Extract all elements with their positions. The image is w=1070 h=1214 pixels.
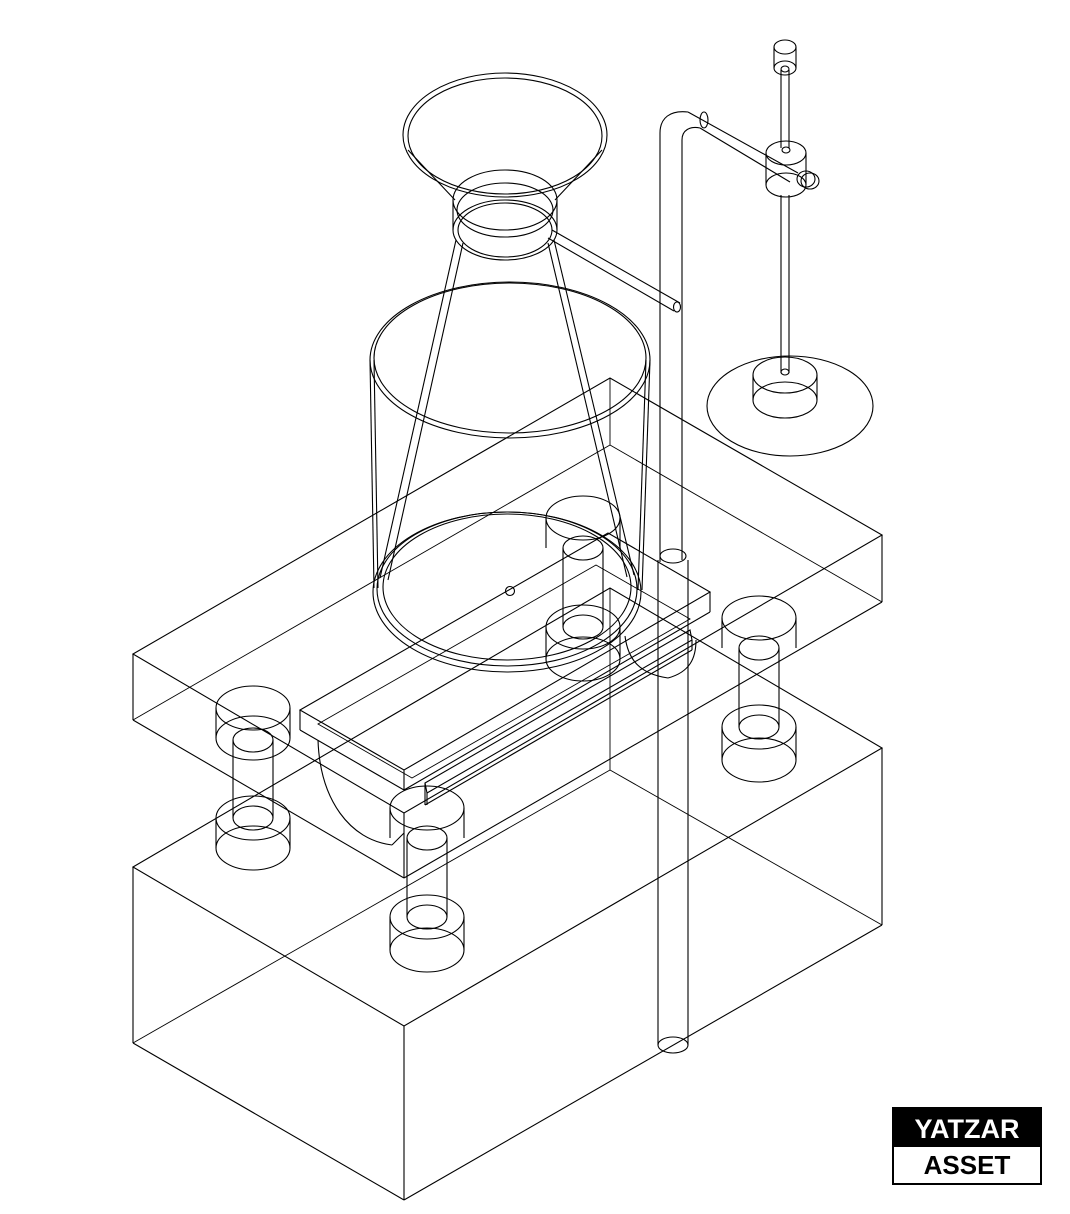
spacer-leg-front-center	[389, 785, 465, 973]
cylindrical-bowl	[369, 281, 651, 673]
funnel-hopper	[379, 72, 635, 581]
stamp-line-asset: ASSET	[923, 1150, 1011, 1180]
yatzar-asset-stamp: YATZAR ASSET	[892, 1107, 1042, 1185]
lower-base-box	[131, 587, 884, 1201]
stamp-line-yatzar: YATZAR	[894, 1109, 1040, 1147]
tray-plate	[298, 532, 712, 791]
spacer-leg-front-left	[215, 685, 291, 871]
vertical-pipe	[657, 111, 799, 1054]
spacer-leg-right	[721, 595, 797, 783]
front-rail	[424, 629, 693, 806]
scoop-curve	[317, 635, 697, 846]
retort-stand	[706, 39, 874, 457]
upper-platform-box	[131, 377, 884, 879]
funnel-side-arm	[547, 229, 682, 313]
